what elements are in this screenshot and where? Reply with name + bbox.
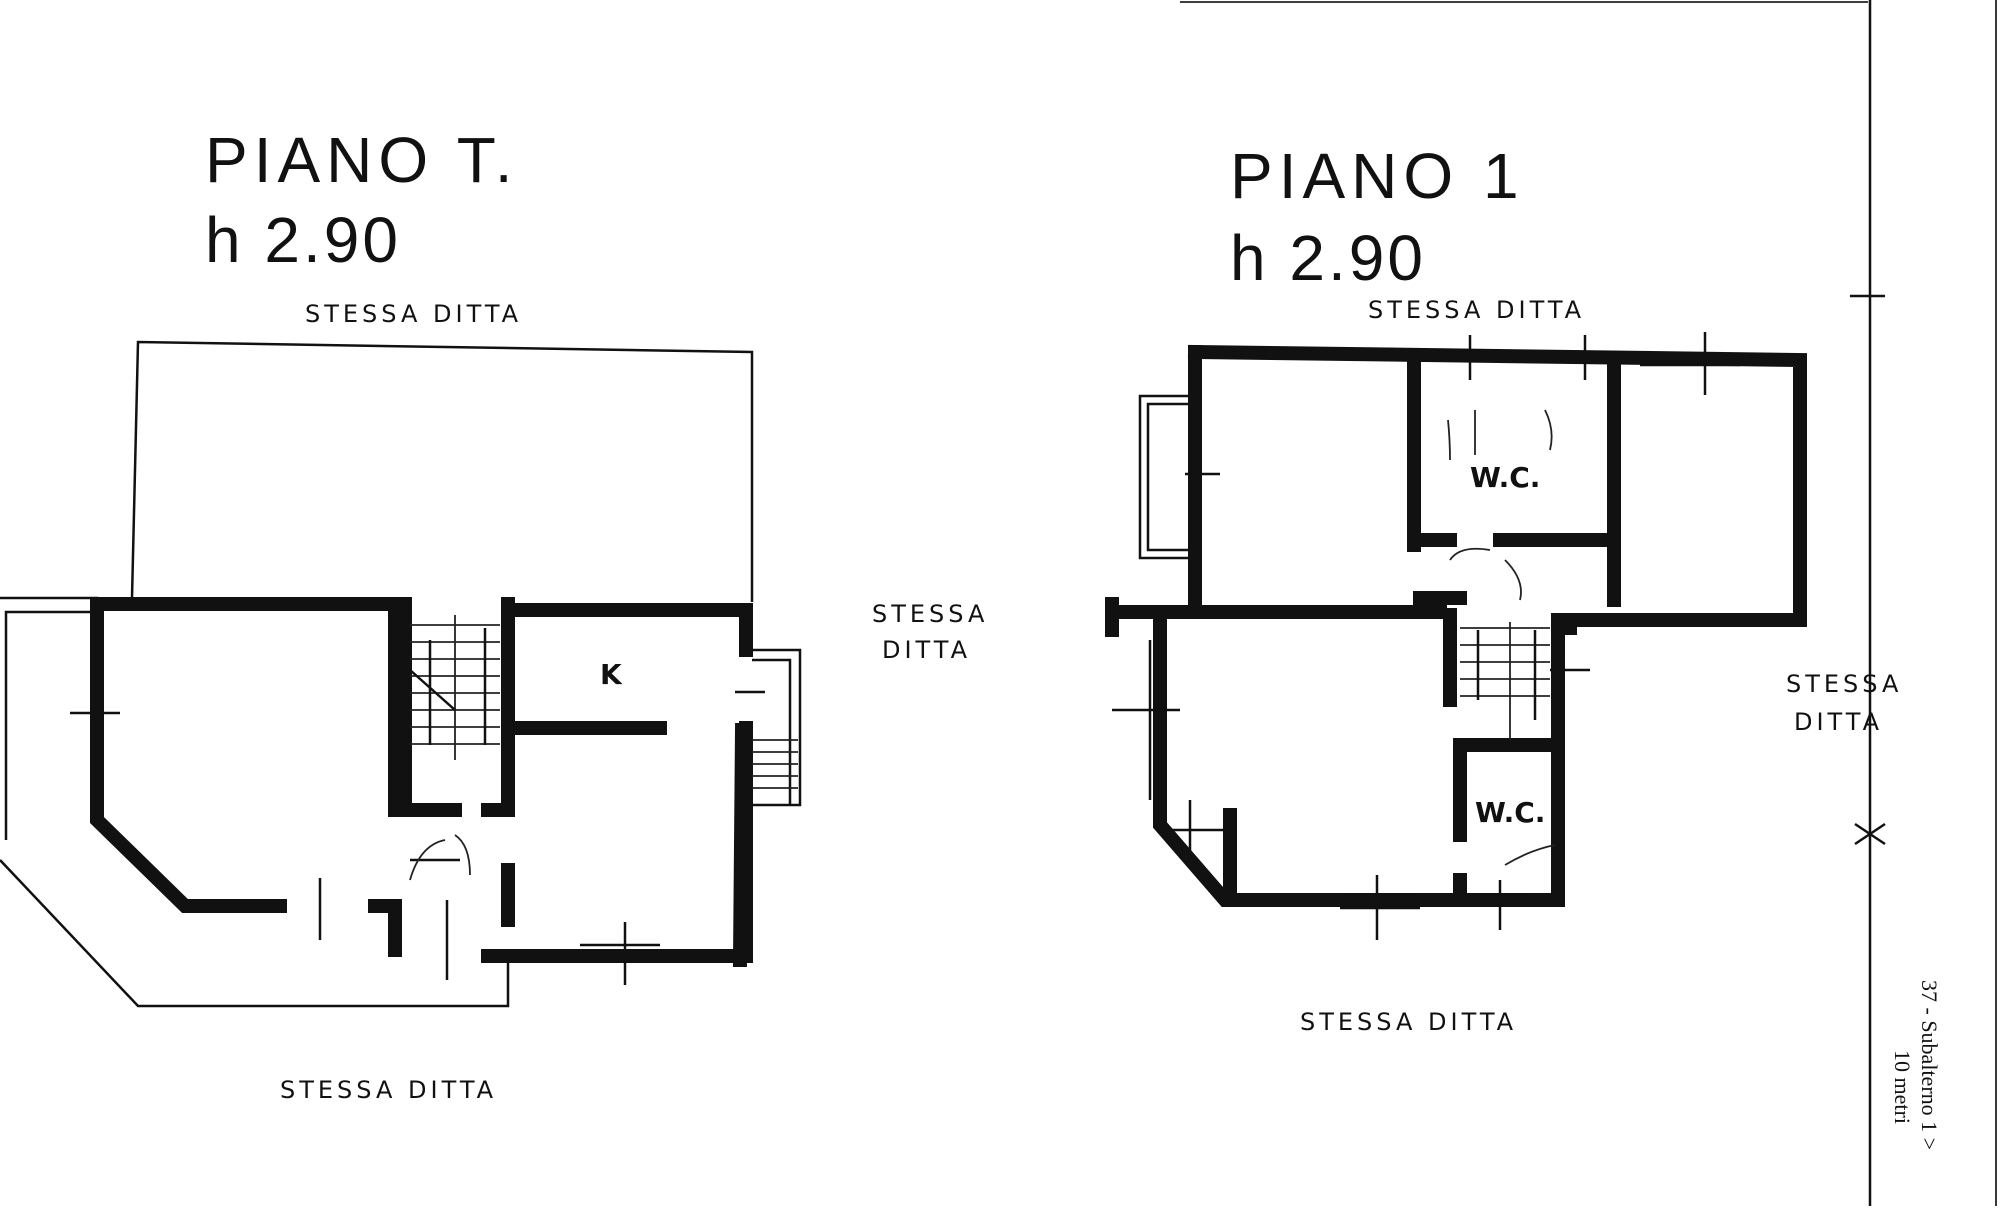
first-floor-label-bottom: STESSA DITTA xyxy=(1300,1008,1517,1036)
ground-floor-windows xyxy=(70,711,660,985)
ground-floor-perimeter-thin xyxy=(0,596,99,840)
sheet-margin: 10 metri 37 - Subalterno 1 > xyxy=(1180,0,1997,1206)
ground-floor-wall-left-room xyxy=(90,597,402,807)
courtyard-outline xyxy=(130,340,754,602)
first-floor-plan: PIANO 1 h 2.90 STESSA DITTA STESSA DITTA… xyxy=(1105,140,1902,1036)
scale-note: 10 metri xyxy=(1890,1050,1915,1124)
ground-floor-external-stair xyxy=(735,648,802,807)
first-floor-door-swing xyxy=(1449,547,1556,866)
ground-floor-door-swing xyxy=(409,834,471,881)
ground-floor-room-kitchen: K xyxy=(600,658,623,691)
ground-floor-plan: PIANO T. h 2.90 STESSA DITTA STESSA DITT… xyxy=(0,124,988,1104)
ground-floor-label-top: STESSA DITTA xyxy=(305,300,522,328)
first-floor-room-wc-bottom: W.C. xyxy=(1475,796,1545,829)
first-floor-label-right-1: STESSA xyxy=(1786,670,1902,698)
ground-floor-title: PIANO T. xyxy=(205,124,519,196)
ground-floor-wall-right-wing xyxy=(501,603,753,657)
ground-floor-stair xyxy=(409,615,500,760)
first-floor-title: PIANO 1 xyxy=(1230,140,1525,212)
first-floor-windows xyxy=(1112,332,1740,940)
ground-floor-label-right-2: DITTA xyxy=(882,636,971,664)
ground-floor-label-bottom: STESSA DITTA xyxy=(280,1076,497,1104)
subalterno-note: 37 - Subalterno 1 > xyxy=(1917,980,1942,1150)
first-floor-stair xyxy=(1460,622,1550,740)
ground-floor-height: h 2.90 xyxy=(205,204,401,276)
first-floor-label-top: STESSA DITTA xyxy=(1368,296,1585,324)
ground-floor-label-right-1: STESSA xyxy=(872,600,988,628)
first-floor-height: h 2.90 xyxy=(1230,222,1426,294)
first-floor-label-right-2: DITTA xyxy=(1794,708,1883,736)
first-floor-room-wc-top: W.C. xyxy=(1470,461,1540,494)
first-floor-balcony xyxy=(1138,394,1195,560)
